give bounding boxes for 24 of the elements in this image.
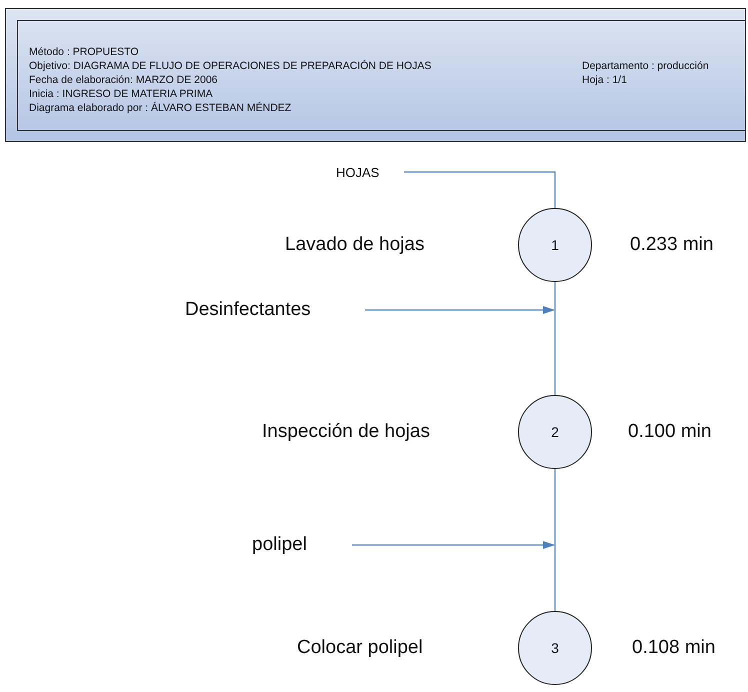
header-text: Departamento : producción (582, 59, 709, 73)
step-number: 2 (551, 424, 559, 440)
operation-label: Lavado de hojas (285, 234, 424, 256)
header-text: Objetivo: DIAGRAMA DE FLUJO DE OPERACIONES DE PREPARACIÓN DE HOJAS (29, 59, 432, 73)
duration-label: 0.233 min (630, 234, 714, 256)
operation-label: Colocar polipel (297, 637, 423, 659)
connector-line (554, 469, 556, 611)
connector-line (554, 282, 556, 395)
header-text: Fecha de elaboración: MARZO DE 2006 (29, 73, 218, 87)
arrow (352, 541, 555, 549)
step-number: 3 (551, 640, 559, 656)
header-text: Inicia : INGRESO DE MATERIA PRIMA (29, 87, 213, 101)
input-label: HOJAS (336, 163, 380, 181)
operation-label: Inspección de hojas (262, 421, 430, 443)
header-text: Diagrama elaborado por : ÁLVARO ESTEBAN MÉNDEZ (29, 101, 292, 115)
input-label: polipel (252, 533, 307, 557)
duration-label: 0.100 min (628, 421, 712, 443)
header-text: Hoja : 1/1 (582, 73, 627, 87)
step-number: 1 (551, 237, 559, 253)
arrow (365, 306, 555, 314)
input-label: Desinfectantes (185, 298, 311, 322)
connector-line (404, 171, 556, 208)
header-text: Método : PROPUESTO (29, 45, 139, 59)
duration-label: 0.108 min (632, 637, 716, 659)
